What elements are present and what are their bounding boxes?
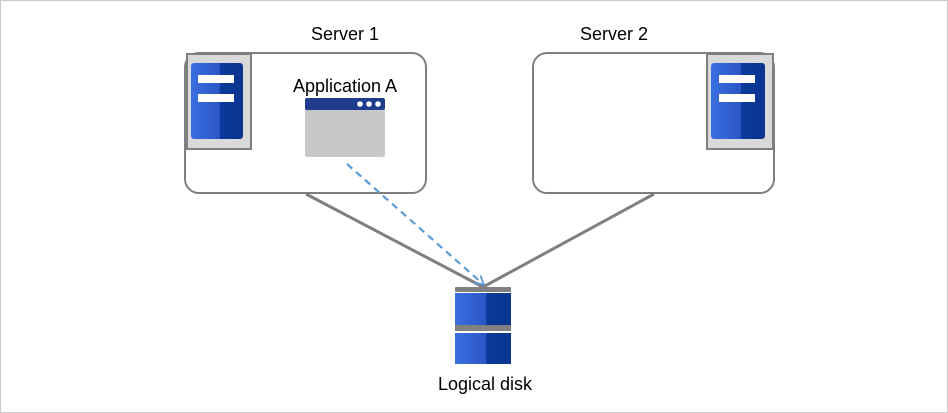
server1-disk-link	[305, 192, 484, 289]
access-arrow	[346, 163, 483, 284]
logical-disk-icon	[455, 287, 511, 364]
logical-disk-label: Logical disk	[438, 374, 533, 394]
server-1-label: Server 1	[311, 24, 379, 44]
application-label: Application A	[293, 76, 397, 96]
server-icon	[186, 53, 252, 150]
server-icon	[706, 53, 774, 150]
server-1: Server 1 Application A	[184, 24, 427, 194]
server2-disk-link	[482, 192, 655, 289]
server-2: Server 2	[532, 24, 775, 194]
logical-disk: Logical disk	[438, 287, 533, 394]
application-window-icon	[305, 98, 385, 157]
server-2-label: Server 2	[580, 24, 648, 44]
